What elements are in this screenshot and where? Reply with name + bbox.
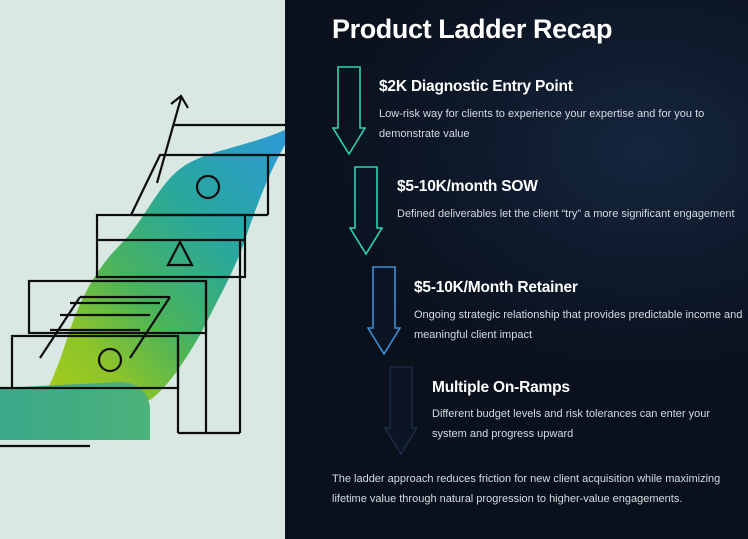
step-1-description: Low-risk way for clients to experience y… xyxy=(379,108,705,140)
step-4-heading: Multiple On-Ramps xyxy=(432,379,570,396)
gradient-ribbon xyxy=(40,130,285,400)
page-title: Product Ladder Recap xyxy=(332,14,613,44)
step-4-arrow-icon xyxy=(384,366,418,456)
gradient-tail xyxy=(0,382,150,440)
step-3-description: Ongoing strategic relationship that prov… xyxy=(414,309,743,341)
step-2-arrow-icon xyxy=(349,166,383,256)
step-2-description: Defined deliverables let the client “try… xyxy=(397,208,735,220)
recap-panel xyxy=(285,0,748,539)
summary-text: The ladder approach reduces friction for… xyxy=(332,473,721,505)
staircase-graphic xyxy=(0,94,285,448)
ladder-illustration xyxy=(0,0,285,539)
step-3-arrow-icon xyxy=(367,266,401,356)
step-1-heading: $2K Diagnostic Entry Point xyxy=(379,78,573,95)
step-3-heading: $5-10K/Month Retainer xyxy=(414,279,578,296)
step-2-heading: $5-10K/month SOW xyxy=(397,178,538,195)
step-4-description: Different budget levels and risk toleran… xyxy=(432,408,711,440)
step-1-arrow-icon xyxy=(332,66,366,156)
